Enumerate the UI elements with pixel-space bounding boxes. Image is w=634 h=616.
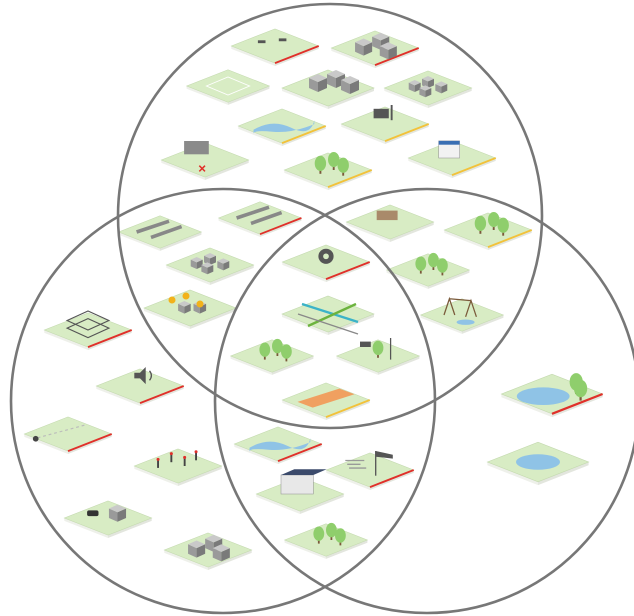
tile-gear-landmark: [282, 244, 371, 283]
shop-icon: [438, 140, 460, 159]
tile-track-runners: [282, 382, 371, 421]
right-set-circle: [213, 187, 634, 615]
gear-icon: [318, 248, 334, 264]
solar-icon: [280, 469, 327, 495]
speaker-icon: [134, 367, 153, 385]
caravan-icon: [376, 210, 398, 221]
tile-sports-field: [186, 69, 270, 106]
tile-park-trees: [284, 151, 373, 191]
fence-icon: [65, 310, 111, 339]
wind-icon: [345, 450, 393, 476]
tile-pond: [487, 441, 589, 486]
tile-trees-small: [444, 211, 533, 251]
tile-caravan: [346, 204, 434, 243]
tile-fenced-pen: [44, 310, 133, 351]
tile-lights-row: [134, 448, 222, 487]
billboard-icon: [373, 105, 393, 121]
tile-park-path: [230, 338, 314, 376]
river-icon: [253, 120, 315, 134]
pond-icon: [516, 454, 560, 470]
playground-icon: [443, 296, 477, 325]
tile-solar-building: [256, 469, 344, 515]
field-icon: [205, 76, 251, 96]
roads-icon: [236, 205, 283, 226]
tile-sign-lamps: [336, 337, 420, 376]
pins-icon: [168, 292, 207, 314]
lake-icon: [516, 373, 588, 405]
roads-icon: [136, 219, 183, 240]
tile-two-houses: [166, 247, 254, 286]
top-set-circle: [116, 2, 544, 430]
lights-icon: [156, 450, 198, 468]
tile-trees-house: [284, 522, 368, 560]
track-icon: [297, 388, 355, 408]
car-icon: [87, 504, 127, 522]
tile-city-buildings: [331, 30, 420, 69]
tile-houses-row: [384, 70, 472, 109]
venn-circles: [9, 2, 634, 615]
tile-shop-front: [408, 140, 497, 179]
tile-playground: [420, 296, 504, 335]
tile-map-pins: [143, 289, 237, 330]
tile-river-bridge: [238, 108, 327, 147]
tile-car-house: [64, 500, 152, 539]
tile-plaza-benches: [231, 28, 320, 67]
left-set-circle: [9, 187, 437, 615]
tile-town-center: [281, 69, 375, 110]
tile-dotted-path: [24, 416, 113, 455]
lamps-icon: [360, 337, 392, 360]
tiles-layer: [24, 28, 604, 571]
tile-factory: [164, 532, 252, 571]
tile-bus-stop: [341, 105, 430, 145]
tile-lake-birds: [501, 373, 604, 418]
tile-road-curve: [218, 201, 303, 238]
path-icon: [32, 423, 88, 442]
benches-icon: [257, 38, 287, 44]
tile-parking-wall: [161, 141, 249, 181]
water-icon: [249, 438, 311, 452]
tile-speaker: [96, 367, 185, 407]
tile-wind-sock: [326, 450, 415, 491]
tile-crossing-arrows: [281, 295, 375, 336]
tile-water-waves: [234, 426, 323, 465]
tile-road-network: [118, 215, 202, 252]
parking-icon: [184, 141, 209, 172]
arrows-icon: [297, 302, 359, 335]
